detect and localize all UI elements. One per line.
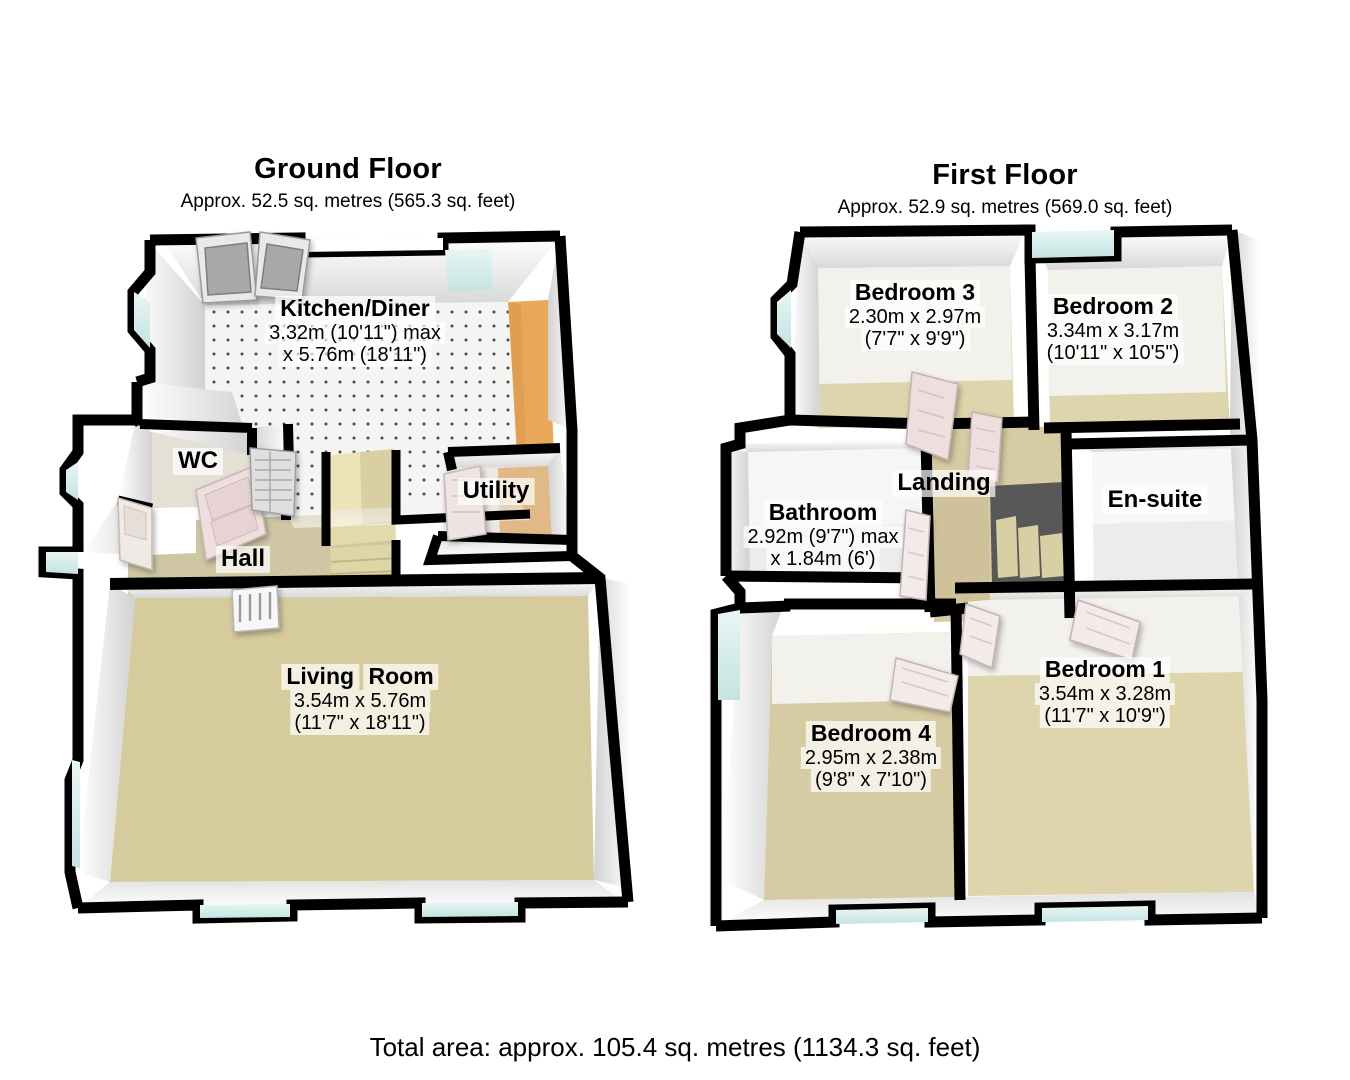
living-room-dim2: (11'7" x 18'11") <box>290 712 430 735</box>
ensuite-floor <box>1092 448 1252 592</box>
bedroom1-name: Bedroom 1 <box>1039 656 1171 683</box>
living-room-floor <box>110 596 594 882</box>
front-door <box>117 496 153 572</box>
bathroom-dim1: 2.92m (9'7") max <box>743 525 903 549</box>
bathroom-dim2: x 1.84m (6') <box>766 548 880 571</box>
room-label-wc: WC <box>173 447 223 475</box>
room-label-kitchen-diner: Kitchen/Diner 3.32m (10'11") max x 5.76m… <box>265 295 445 367</box>
bedroom2-dim1: 3.34m x 3.17m <box>1042 319 1184 343</box>
living-room-name-line1: Living <box>281 663 360 690</box>
wc-name: WC <box>173 447 223 475</box>
ensuite-door <box>959 602 1001 670</box>
ensuite-name: En-suite <box>1102 486 1208 514</box>
living-room-dim1: 3.54m x 5.76m <box>289 689 431 713</box>
room-label-bedroom-4: Bedroom 4 2.95m x 2.38m (9'8" x 7'10") <box>800 720 942 792</box>
radiator <box>231 585 280 633</box>
landing-floor <box>930 426 1068 622</box>
room-label-ensuite: En-suite <box>1102 486 1208 514</box>
room-label-hall: Hall <box>215 545 271 573</box>
room-label-living-room: Living Room 3.54m x 5.76m (11'7" x 18'11… <box>281 663 439 735</box>
ground-floor-heading: Ground Floor Approx. 52.5 sq. metres (56… <box>88 153 608 214</box>
utility-name: Utility <box>457 477 535 505</box>
bedroom3-name: Bedroom 3 <box>849 279 981 306</box>
ground-floor-area: Approx. 52.5 sq. metres (565.3 sq. feet) <box>180 190 516 212</box>
total-area-text: Total area: approx. 105.4 sq. metres (11… <box>369 1032 981 1062</box>
bedroom1-dim2: (11'7" x 10'9") <box>1040 705 1170 728</box>
bedroom2-dim2: (10'11" x 10'5") <box>1042 342 1184 365</box>
bedroom4-name: Bedroom 4 <box>805 720 937 747</box>
first-floor-area: Approx. 52.9 sq. metres (569.0 sq. feet) <box>837 196 1173 218</box>
bedroom4-dim1: 2.95m x 2.38m <box>800 746 942 770</box>
first-floor-title: First Floor <box>932 159 1078 191</box>
bedroom4-door <box>889 657 959 713</box>
room-label-bathroom: Bathroom 2.92m (9'7") max x 1.84m (6') <box>743 499 903 571</box>
bathroom-door <box>899 509 931 601</box>
bedroom3-dim2: (7'7" x 9'9") <box>860 328 970 351</box>
room-label-utility: Utility <box>457 477 535 505</box>
bedroom2-name: Bedroom 2 <box>1047 293 1179 320</box>
living-room-name-line2: Room <box>363 663 439 690</box>
ground-floor-title: Ground Floor <box>254 153 442 185</box>
bedroom1-floor <box>968 596 1254 896</box>
bedroom1-dim1: 3.54m x 3.28m <box>1034 682 1176 706</box>
kitchen-diner-dim2: x 5.76m (18'11") <box>279 344 431 367</box>
bedroom3-door <box>905 371 959 462</box>
room-label-bedroom-1: Bedroom 1 3.54m x 3.28m (11'7" x 10'9") <box>1034 656 1176 728</box>
bedroom3-dim1: 2.30m x 2.97m <box>844 305 986 329</box>
first-floor-heading: First Floor Approx. 52.9 sq. metres (569… <box>745 159 1265 220</box>
bedroom4-dim2: (9'8" x 7'10") <box>811 769 931 792</box>
first-floor-staircase <box>934 482 1068 604</box>
landing-name: Landing <box>892 469 996 497</box>
kitchen-diner-dim1: 3.32m (10'11") max <box>265 321 445 345</box>
ground-floor-doors <box>117 231 487 633</box>
ground-staircase <box>327 449 398 590</box>
kitchen-diner-name: Kitchen/Diner <box>275 295 435 322</box>
bathroom-name: Bathroom <box>763 499 883 526</box>
hall-name: Hall <box>215 545 271 573</box>
room-label-landing: Landing <box>892 469 996 497</box>
bedroom1-door <box>1069 599 1141 661</box>
room-label-bedroom-2: Bedroom 2 3.34m x 3.17m (10'11" x 10'5") <box>1042 293 1184 365</box>
room-label-bedroom-3: Bedroom 3 2.30m x 2.97m (7'7" x 9'9") <box>844 279 986 351</box>
